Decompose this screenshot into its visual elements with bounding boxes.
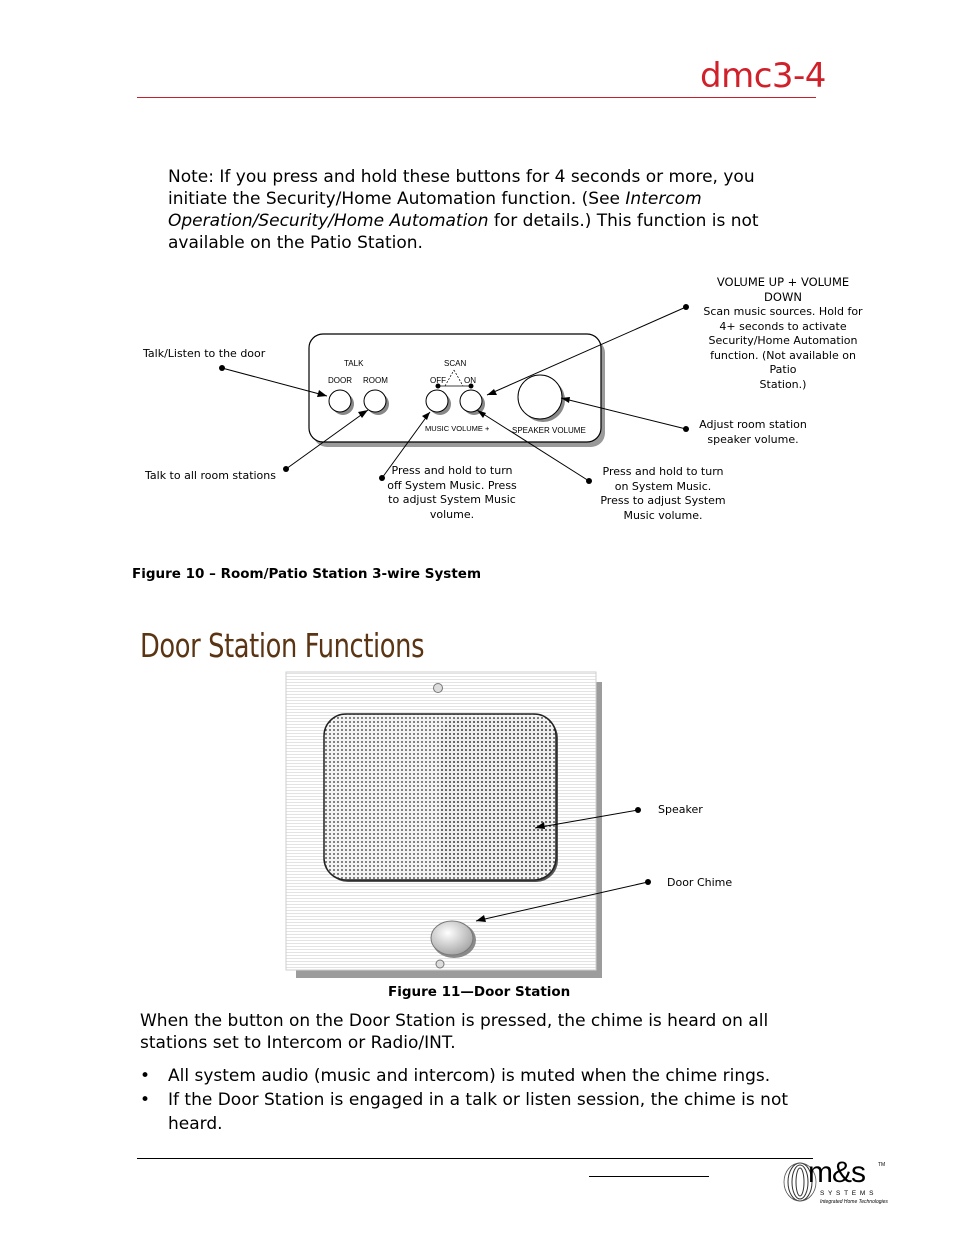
leader-chime-line xyxy=(475,881,649,922)
logo-tagline: Integrated Home Technologies xyxy=(820,1199,888,1205)
leader-dot xyxy=(645,879,651,885)
note-italic-ref: Intercom Operation/Security/Home Automat… xyxy=(168,189,702,231)
leader-dot xyxy=(683,304,689,310)
top-screw xyxy=(433,683,443,693)
document-title: dmc3-4 xyxy=(700,56,826,96)
callout-line: Press and hold to turn xyxy=(602,465,724,478)
body-paragraph: When the button on the Door Station is p… xyxy=(140,1011,769,1053)
leader-dot xyxy=(635,807,641,813)
grille-shade xyxy=(440,718,552,876)
callout-door-chime: Door Chime xyxy=(667,876,733,889)
arrow-head xyxy=(561,397,570,403)
arrow-head xyxy=(476,915,486,922)
footer-rule xyxy=(137,1158,813,1159)
leader-dot xyxy=(219,365,225,371)
scan-dot-right xyxy=(468,383,474,389)
arrow-head xyxy=(317,390,327,397)
callout-line: speaker volume. xyxy=(707,432,799,446)
callout-talk-listen: Talk/Listen to the door xyxy=(143,347,266,360)
callout-line: 4+ seconds to activate xyxy=(719,319,847,333)
callout-speaker-adjust: Adjust room station speaker volume. xyxy=(690,418,816,447)
callout-line: Press to adjust System xyxy=(600,494,726,507)
leader-speaker-line xyxy=(534,809,639,829)
label-on: ON xyxy=(464,376,476,385)
callout-line: Adjust room station xyxy=(699,418,807,431)
scan-bracket-right xyxy=(453,369,464,387)
header-rule xyxy=(137,97,816,98)
company-logo: m&s TM S Y S T E M S Integrated Home Tec… xyxy=(778,1156,908,1210)
note-paragraph: Note: If you press and hold these button… xyxy=(168,166,818,254)
scan-bracket-left xyxy=(444,369,455,387)
callout-volume: VOLUME UP + VOLUME DOWN Scan music sourc… xyxy=(698,274,868,392)
label-talk: TALK xyxy=(344,359,364,368)
door-chime-button xyxy=(430,920,474,956)
arrow-head xyxy=(422,412,430,420)
figure-11-caption: Figure 11—Door Station xyxy=(388,984,571,1000)
callout-volume-title-2: DOWN xyxy=(764,290,802,304)
leader-dot xyxy=(683,426,689,432)
list-item: If the Door Station is engaged in a talk… xyxy=(140,1088,840,1136)
callout-speaker: Speaker xyxy=(658,803,703,816)
footer-short-rule xyxy=(589,1176,709,1177)
speaker-volume-knob xyxy=(517,374,563,420)
note-text-1: Note: If you press and hold these button… xyxy=(168,167,755,209)
callout-line: to adjust System Music xyxy=(388,493,516,506)
logo-rings-icon xyxy=(783,1162,817,1202)
leader-dot xyxy=(283,466,289,472)
figure-11-leaders xyxy=(475,807,651,922)
figure-11-diagram xyxy=(285,671,602,978)
label-scan: SCAN xyxy=(444,359,466,368)
leader-talk-all xyxy=(285,409,369,470)
bullet-list: All system audio (music and intercom) is… xyxy=(140,1064,840,1136)
section-heading: Door Station Functions xyxy=(140,626,425,665)
arrow-head xyxy=(487,389,497,395)
callout-off: Press and hold to turn off System Music.… xyxy=(382,464,522,522)
leader-off xyxy=(381,411,431,479)
note-text-2: for details.) This function is not avail… xyxy=(168,211,759,253)
label-music-volume: MUSIC VOLUME + xyxy=(425,424,490,433)
callout-line: Music volume. xyxy=(623,508,703,522)
callout-line: function. (Not available on Patio xyxy=(710,348,856,377)
room-button xyxy=(363,389,387,413)
figure-10-caption: Figure 10 – Room/Patio Station 3-wire Sy… xyxy=(132,566,482,582)
leader-talk-listen xyxy=(221,367,328,397)
bottom-screw xyxy=(435,959,445,969)
label-off: OFF xyxy=(430,376,446,385)
logo-trademark: TM xyxy=(878,1162,886,1168)
list-item: All system audio (music and intercom) is… xyxy=(140,1064,840,1088)
callout-volume-title-1: VOLUME UP + VOLUME xyxy=(716,275,850,289)
logo-wordmark: m&s xyxy=(808,1156,866,1189)
callout-line: Security/Home Automation xyxy=(708,334,858,347)
figure-10-diagram: TALK DOOR ROOM SCAN OFF ON MUSIC VOLUME … xyxy=(219,304,689,484)
scan-dot-left xyxy=(435,383,441,389)
leader-dot xyxy=(586,478,592,484)
leader-dot xyxy=(379,475,385,481)
callout-line: Station.) xyxy=(759,377,807,391)
leader-on xyxy=(476,409,590,482)
label-door: DOOR xyxy=(328,376,352,385)
arrow-head xyxy=(535,822,545,829)
label-speaker-volume: SPEAKER VOLUME xyxy=(512,426,586,435)
logo-subtext: S Y S T E M S xyxy=(820,1190,875,1197)
callout-line: off System Music. Press xyxy=(387,478,517,492)
door-button xyxy=(328,389,352,413)
off-button xyxy=(425,389,449,413)
callout-line: Press and hold to turn xyxy=(391,464,513,477)
on-button xyxy=(459,389,483,413)
callout-line: Scan music sources. Hold for xyxy=(703,305,863,318)
callout-line: volume. xyxy=(429,507,475,521)
leader-speaker xyxy=(560,397,687,430)
arrow-head xyxy=(358,410,368,418)
arrow-head xyxy=(477,410,486,418)
callout-talk-all: Talk to all room stations xyxy=(145,469,276,482)
callout-on: Press and hold to turn on System Music. … xyxy=(593,465,733,523)
callout-line: on System Music. xyxy=(614,479,712,493)
leader-volume xyxy=(486,306,687,396)
label-room: ROOM xyxy=(363,376,388,385)
